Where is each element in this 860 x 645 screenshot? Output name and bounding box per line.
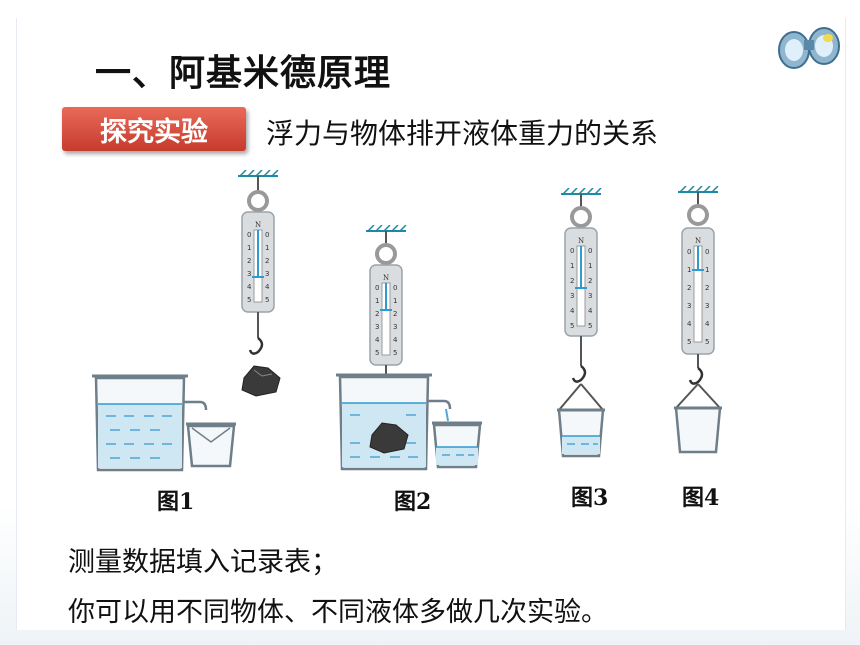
svg-text:1: 1 [247,244,251,252]
svg-text:0: 0 [247,231,251,239]
figure-1-label: 图1 [157,489,195,515]
svg-text:0: 0 [588,247,592,255]
svg-text:3: 3 [687,302,691,310]
svg-text:5: 5 [588,322,592,330]
svg-text:3: 3 [375,323,379,331]
svg-text:3: 3 [265,270,269,278]
empty-cup-4 [674,406,722,454]
svg-text:1: 1 [570,262,574,270]
figure-1: N 0 1 2 3 4 5 0 1 2 3 4 5 [92,170,281,472]
svg-text:2: 2 [570,277,574,285]
svg-text:1: 1 [705,266,709,274]
instruction-line-1: 测量数据填入记录表； [68,547,338,578]
instruction-line-2: 你可以用不同物体、不同液体多做几次实验。 [68,597,608,628]
svg-text:4: 4 [375,336,380,344]
svg-text:5: 5 [265,296,269,304]
figure-3: N 0 1 2 3 4 5 0 1 2 3 4 5 [557,188,605,458]
scale-unit: N [695,237,701,245]
figure-2: N 0 1 2 3 4 5 0 1 2 3 4 5 [336,225,482,471]
scale-unit: N [255,221,261,229]
figure-3-label: 图3 [571,485,609,511]
svg-text:3: 3 [570,292,574,300]
svg-text:4: 4 [570,307,575,315]
svg-text:4: 4 [705,320,710,328]
rock-submerged [369,422,409,454]
svg-text:0: 0 [570,247,574,255]
page-title: 一、阿基米德原理 [95,53,392,94]
svg-text:3: 3 [393,323,397,331]
svg-text:2: 2 [705,284,709,292]
svg-text:2: 2 [588,277,592,285]
figure-4: N 0 1 2 3 4 5 0 1 2 3 4 5 [674,186,722,454]
binoculars-icon [778,27,840,69]
svg-text:1: 1 [393,297,397,305]
svg-text:1: 1 [687,266,691,274]
svg-text:1: 1 [375,297,379,305]
svg-text:3: 3 [588,292,592,300]
figure-4-label: 图4 [682,485,720,511]
figure-2-label: 图2 [394,489,432,515]
svg-text:5: 5 [393,349,397,357]
svg-text:2: 2 [265,257,269,265]
svg-text:0: 0 [687,248,691,256]
svg-text:3: 3 [247,270,251,278]
svg-text:0: 0 [375,284,379,292]
catch-cup-1 [186,424,236,468]
svg-text:4: 4 [393,336,398,344]
svg-text:5: 5 [570,322,574,330]
rock-object [241,365,281,397]
svg-text:2: 2 [247,257,251,265]
svg-text:1: 1 [588,262,592,270]
svg-text:0: 0 [705,248,709,256]
svg-text:1: 1 [265,244,269,252]
scale-unit: N [383,274,389,282]
svg-text:4: 4 [687,320,692,328]
svg-text:2: 2 [375,310,379,318]
svg-text:5: 5 [705,338,709,346]
svg-text:0: 0 [265,231,269,239]
scale-unit: N [578,237,584,245]
experiment-badge: 探究实验 [62,107,246,151]
svg-text:5: 5 [687,338,691,346]
svg-text:3: 3 [705,302,709,310]
experiment-subtitle: 浮力与物体排开液体重力的关系 [266,117,659,150]
svg-text:2: 2 [687,284,691,292]
svg-text:2: 2 [393,310,397,318]
svg-text:4: 4 [247,283,252,291]
svg-text:4: 4 [265,283,270,291]
svg-text:5: 5 [247,296,251,304]
svg-text:0: 0 [393,284,397,292]
svg-text:5: 5 [375,349,379,357]
svg-text:4: 4 [588,307,593,315]
